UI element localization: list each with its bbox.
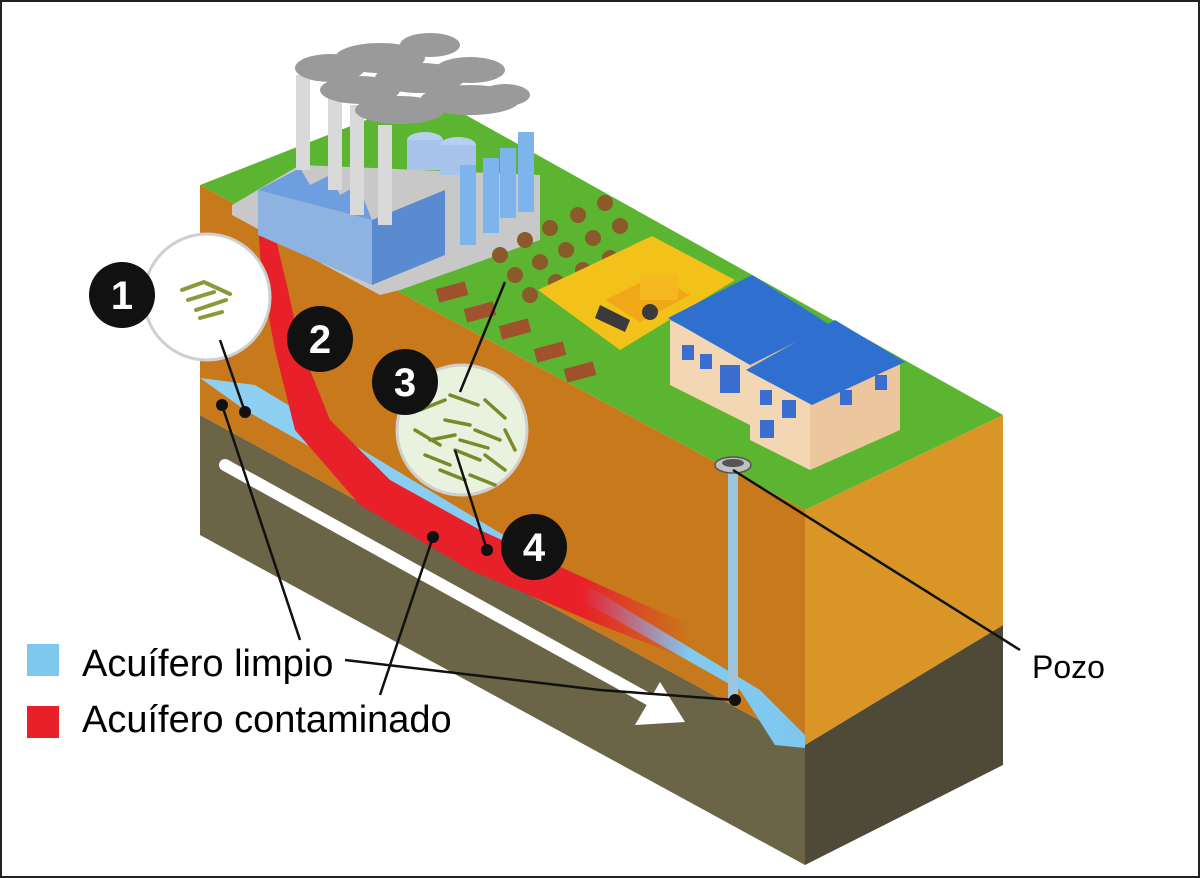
rock-front-face (200, 415, 805, 865)
legend-label-contaminated: Acuífero contaminado (82, 699, 452, 741)
legend-swatch-clean (27, 644, 59, 676)
well (714, 456, 752, 700)
house (668, 275, 905, 470)
marker-4: 4 (501, 514, 567, 580)
legend: Acuífero limpio Acuífero contaminado (27, 643, 452, 741)
marker-2-label: 2 (309, 318, 331, 362)
crop-plots (435, 281, 597, 383)
soil-right-face (805, 415, 1003, 745)
groundwater-flow-arrow-line (219, 459, 656, 706)
leader-lines (218, 281, 1021, 702)
legend-swatch-contaminated (27, 706, 59, 738)
groundwater-flow-arrow-head (635, 682, 685, 725)
marker-2: 2 (287, 306, 353, 372)
well-label: Pozo (1032, 649, 1105, 685)
factory (232, 33, 540, 295)
marker-3-label: 3 (394, 361, 416, 405)
rock-right-face (805, 625, 1003, 865)
clean-aquifer-layer (200, 378, 805, 748)
marker-1: 1 (89, 262, 155, 328)
marker-4-label: 4 (523, 526, 546, 570)
leader-dots (216, 399, 741, 706)
harvester (595, 275, 690, 332)
legend-label-clean: Acuífero limpio (82, 643, 333, 685)
marker-1-label: 1 (111, 274, 133, 318)
marker-3: 3 (372, 349, 438, 415)
contaminated-plume (258, 225, 690, 660)
magnifier-1 (142, 232, 272, 362)
